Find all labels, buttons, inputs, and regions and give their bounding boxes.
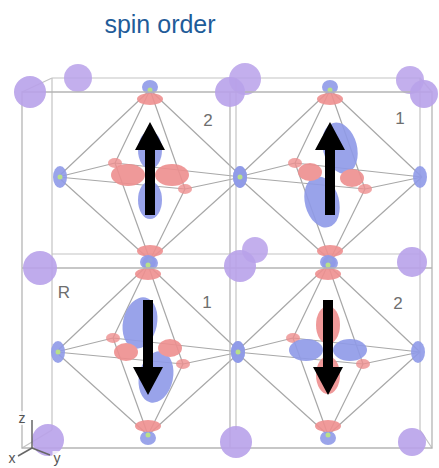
axis-label: x: [8, 451, 17, 465]
octahedron-site: [53, 80, 247, 270]
axis-triad: [18, 420, 50, 456]
octahedron-site: [233, 80, 427, 270]
site-number: 1: [393, 110, 406, 127]
spin-down-arrow: [133, 300, 163, 395]
octahedron-site: [51, 255, 245, 445]
octahedron-site: [231, 255, 425, 445]
unit-cell-back: [22, 78, 432, 448]
axis-label: y: [53, 451, 62, 465]
spin-up-arrow: [135, 122, 165, 215]
spin-down-arrow: [313, 300, 343, 395]
site-number: 2: [201, 112, 214, 129]
orbital-lobes: [298, 118, 364, 231]
reference-label: R: [56, 284, 72, 301]
site-number: 1: [200, 294, 213, 311]
axis-label: z: [18, 411, 27, 425]
cation-atoms-front: [14, 76, 438, 458]
orbital-lobes: [114, 294, 182, 406]
spin-arrows: [133, 122, 345, 395]
site-number: 2: [391, 295, 404, 312]
figure-title: spin order: [104, 12, 215, 37]
spin-up-arrow: [315, 122, 345, 215]
unit-cell-front: [22, 92, 432, 448]
